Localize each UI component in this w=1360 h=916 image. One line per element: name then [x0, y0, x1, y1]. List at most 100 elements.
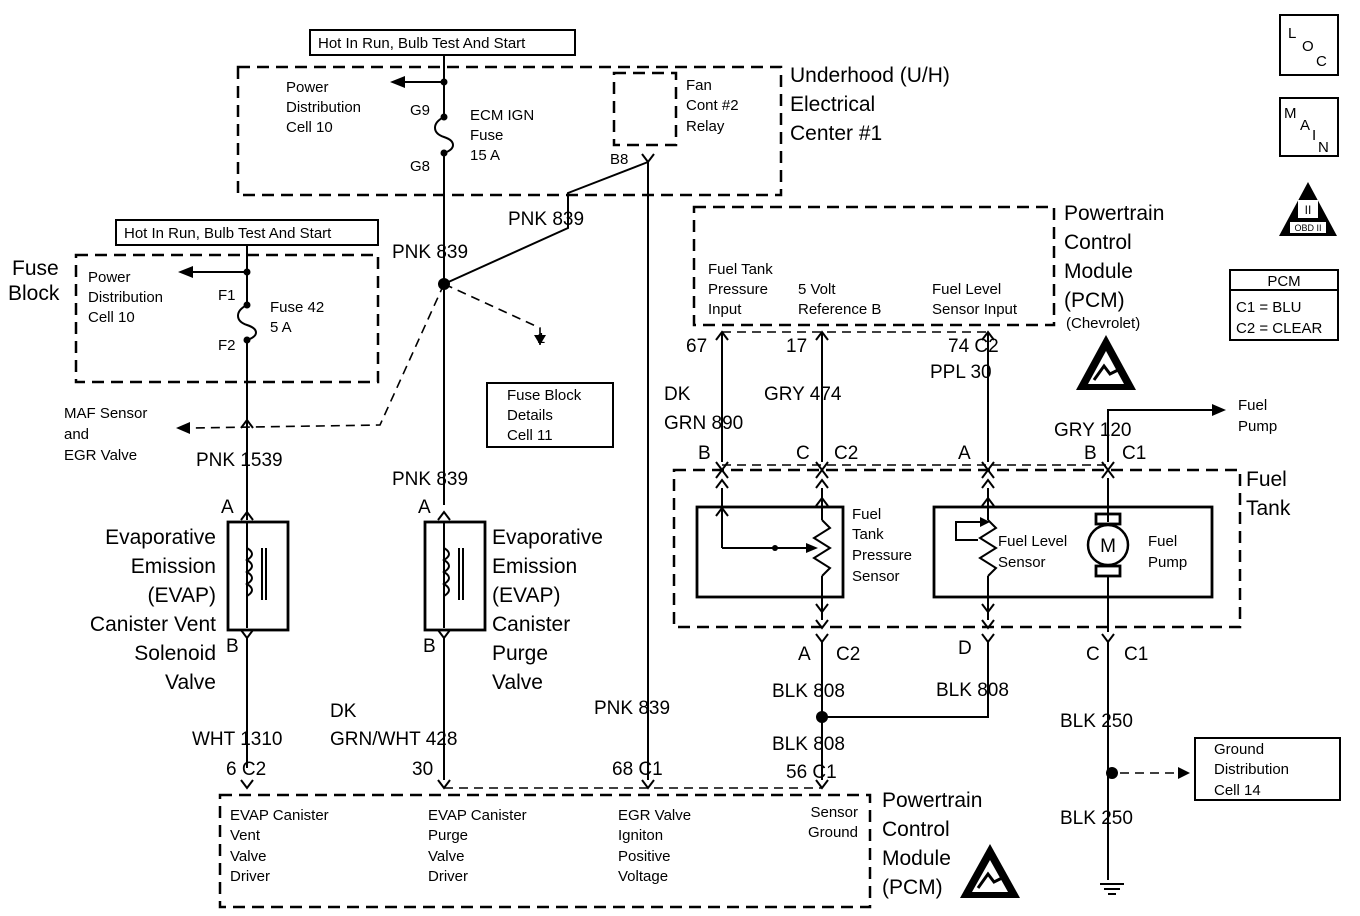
obd-number: II: [1305, 203, 1312, 217]
hot-label-fuse-box: [115, 219, 379, 246]
main-letter-m: M: [1284, 105, 1297, 122]
loc-letter-o: O: [1302, 38, 1314, 55]
fuel-pump-ref-line1: Fuel: [1238, 397, 1267, 414]
pin-c2: C2: [834, 443, 858, 464]
obd-label: OBD II: [1294, 223, 1321, 233]
terminal-f1: F1: [218, 287, 236, 304]
ground-dist-line2: Distribution: [1214, 761, 1289, 778]
purge-driver-line1: EVAP Canister: [428, 807, 527, 824]
egr-voltage-line3: Positive: [618, 848, 671, 865]
fuse-block-title-line1: Fuse: [12, 257, 59, 280]
pin-vent-b: B: [226, 636, 239, 657]
splice-blk250: [1106, 767, 1118, 779]
wire-ppl30-top: 74 C2: [948, 336, 999, 357]
pin-c1: C1: [1122, 443, 1146, 464]
fuse-block-title-line2: Block: [8, 282, 60, 305]
fb-power-dist-line1: Power: [88, 269, 131, 286]
pcm-bottom-title-line3: Module: [882, 847, 951, 870]
wire-dk-grn-wht: GRN/WHT 428: [330, 729, 457, 750]
fuel-tank-pressure-sensor: [695, 505, 845, 599]
pcm-bottom-title-line1: Powertrain: [882, 789, 982, 812]
pcm-top: [692, 205, 1056, 327]
vent-driver-line1: EVAP Canister: [230, 807, 329, 824]
fan-relay-line2: Cont #2: [686, 97, 739, 114]
evap-purge-valve: [423, 520, 487, 632]
coil-icon: [245, 547, 253, 597]
arrow-left-icon: [176, 422, 190, 434]
loc-icon[interactable]: L O C: [1279, 14, 1339, 76]
evap-vent-line5: Solenoid: [134, 642, 216, 665]
hot-label-fuse: Hot In Run, Bulb Test And Start: [124, 225, 332, 242]
pressure-sensor-line2: Tank: [852, 526, 884, 543]
pcm-bottom-title-line4: (PCM): [882, 876, 943, 899]
pcm-top-title-line1: Powertrain: [1064, 202, 1164, 225]
pin-a: A: [958, 443, 971, 464]
loc-letter-l: L: [1288, 25, 1296, 42]
uh-power-dist-line2: Distribution: [286, 99, 361, 116]
pcm-top-title-line2: Control: [1064, 231, 1132, 254]
fuel-pump-ref-line2: Pump: [1238, 418, 1277, 435]
legend-c1: C1 = BLU: [1236, 299, 1301, 316]
fuel-tank-title-line1: Fuel: [1246, 468, 1287, 491]
hot-label-top: Hot In Run, Bulb Test And Start: [318, 35, 526, 52]
evap-purge-line3: (EVAP): [492, 584, 560, 607]
fuse42-icon: [237, 304, 257, 341]
pcm-top-title-line4: (PCM): [1064, 289, 1125, 312]
maf-ref-line2: and: [64, 426, 89, 443]
fuel-level-sensor-line2: Sensor: [998, 554, 1046, 571]
pressure-sensor-line4: Sensor: [852, 568, 900, 585]
tank-bottom-d: D: [958, 638, 972, 659]
terminal-b8: B8: [610, 151, 628, 168]
evap-vent-line6: Valve: [165, 671, 216, 694]
tank-pressure-input-line3: Input: [708, 301, 742, 318]
arrow-left-icon: [390, 76, 405, 88]
pin-purge-a: A: [418, 497, 431, 518]
egr-voltage-line2: Igniton: [618, 827, 663, 844]
wire-wht1310: WHT 1310: [192, 729, 282, 750]
main-letter-i: I: [1312, 127, 1316, 144]
evap-vent-line4: Canister Vent: [90, 613, 216, 636]
evap-vent-solenoid: [226, 520, 290, 632]
motor-symbol: M: [1100, 536, 1116, 557]
fuel-level-input-line2: Sensor Input: [932, 301, 1018, 318]
fuel-pump-label-line2: Pump: [1148, 554, 1187, 571]
wire-pnk839-purge: PNK 839: [392, 469, 468, 490]
fuel-level-sensor-line1: Fuel Level: [998, 533, 1067, 550]
pin-56-c1: 56 C1: [786, 762, 837, 783]
uh-power-dist-line1: Power: [286, 79, 329, 96]
sensor-ground-line2: Ground: [808, 824, 858, 841]
evap-vent-line1: Evaporative: [105, 526, 216, 549]
wire-blk808-c: BLK 808: [772, 734, 845, 755]
fuse-block-details-line3: Cell 11: [507, 427, 553, 444]
evap-purge-line2: Emission: [492, 555, 577, 578]
fb-power-dist-line2: Distribution: [88, 289, 163, 306]
evap-purge-line1: Evaporative: [492, 526, 603, 549]
pcm-bottom-title-line2: Control: [882, 818, 950, 841]
tank-pressure-input-line1: Fuel Tank: [708, 261, 773, 278]
pin-6-c2: 6 C2: [226, 759, 266, 780]
wire-ppl30: PPL 30: [930, 362, 992, 383]
loc-letter-c: C: [1316, 53, 1327, 70]
evap-purge-line6: Valve: [492, 671, 543, 694]
fuel-level-input-line1: Fuel Level: [932, 281, 1001, 298]
pin-vent-a: A: [221, 497, 234, 518]
main-icon[interactable]: M A I N: [1279, 97, 1339, 157]
wire-dk-grn890-dk: DK: [664, 384, 691, 405]
wire-pnk839-egr: PNK 839: [594, 698, 670, 719]
pin-b: B: [698, 443, 711, 464]
evap-vent-line3: (EVAP): [148, 584, 216, 607]
evap-purge-line4: Canister: [492, 613, 570, 636]
fb-power-dist-line3: Cell 10: [88, 309, 135, 326]
wire-blk250-a: BLK 250: [1060, 711, 1133, 732]
ground-icon: [1100, 883, 1124, 895]
fuel-sender-module: [932, 505, 1214, 599]
ecm-fuse-line2: Fuse: [470, 127, 503, 144]
egr-voltage-line1: EGR Valve: [618, 807, 691, 824]
wire-dk-grn890: GRN 890: [664, 413, 743, 434]
egr-voltage-line4: Voltage: [618, 868, 668, 885]
purge-driver-line2: Purge: [428, 827, 468, 844]
fuse42-line2: 5 A: [270, 319, 292, 336]
resistor-icon: [812, 519, 832, 577]
tank-bottom-c2: C2: [836, 644, 860, 665]
